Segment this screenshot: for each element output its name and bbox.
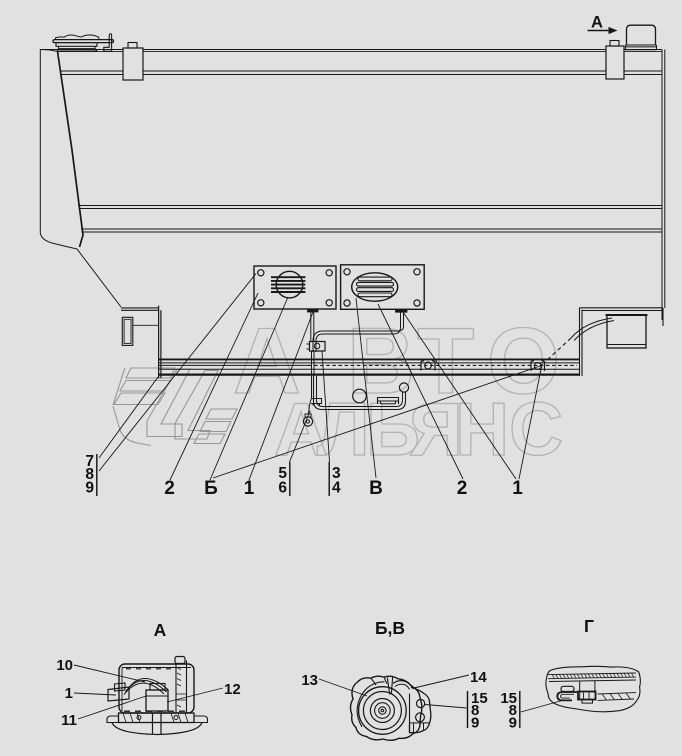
- svg-text:2: 2: [457, 478, 468, 499]
- svg-text:13: 13: [301, 672, 318, 689]
- svg-text:8: 8: [471, 702, 479, 719]
- svg-text:9: 9: [471, 715, 479, 732]
- svg-text:5: 5: [278, 465, 287, 482]
- svg-text:15: 15: [471, 690, 488, 707]
- svg-text:6: 6: [278, 480, 287, 497]
- svg-text:В: В: [347, 308, 415, 413]
- svg-text:А: А: [154, 620, 167, 640]
- svg-text:1: 1: [244, 478, 255, 499]
- svg-text:Я: Я: [409, 387, 463, 471]
- svg-text:3: 3: [332, 465, 341, 482]
- svg-text:15: 15: [500, 690, 517, 707]
- svg-text:12: 12: [224, 681, 241, 698]
- svg-text:14: 14: [470, 669, 487, 686]
- svg-text:7: 7: [85, 453, 94, 470]
- svg-text:8: 8: [85, 466, 94, 483]
- svg-text:О: О: [487, 308, 560, 413]
- svg-text:11: 11: [61, 712, 77, 729]
- svg-text:4: 4: [332, 480, 341, 497]
- svg-text:9: 9: [85, 480, 94, 497]
- svg-text:9: 9: [509, 715, 517, 732]
- svg-text:В: В: [369, 478, 383, 499]
- svg-text:А: А: [274, 387, 328, 471]
- svg-text:Т: Т: [417, 308, 474, 413]
- svg-text:Г: Г: [584, 616, 594, 636]
- svg-text:А: А: [591, 14, 603, 32]
- svg-text:Б: Б: [204, 478, 218, 499]
- svg-text:С: С: [509, 387, 563, 471]
- svg-text:1: 1: [512, 478, 523, 499]
- svg-text:10: 10: [56, 657, 73, 674]
- svg-text:2: 2: [164, 478, 175, 499]
- svg-text:А: А: [233, 308, 301, 413]
- svg-text:8: 8: [509, 702, 517, 719]
- svg-text:Б,В: Б,В: [375, 618, 405, 638]
- svg-text:1: 1: [65, 685, 73, 702]
